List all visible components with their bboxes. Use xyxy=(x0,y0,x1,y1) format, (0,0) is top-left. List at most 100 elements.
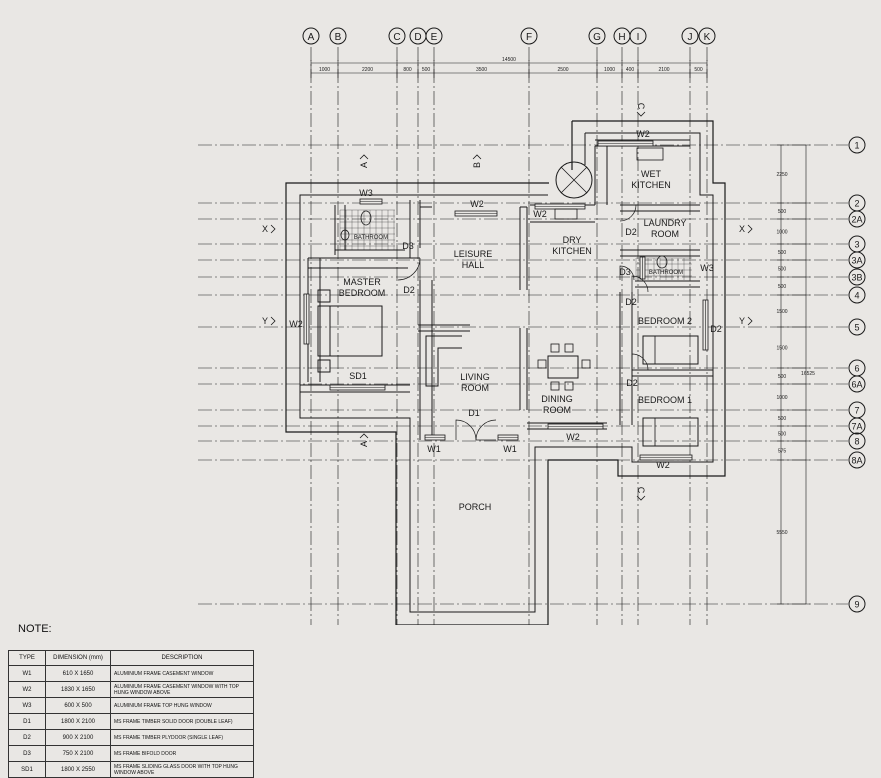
dimension-text: 2250 xyxy=(776,172,787,178)
room-label: DRY xyxy=(563,235,582,245)
section-arrow xyxy=(472,154,482,160)
door-swing xyxy=(397,257,421,281)
grid-bubble xyxy=(425,27,443,45)
opening-tag: D3 xyxy=(619,267,631,277)
grid-label: 5 xyxy=(854,323,859,333)
opening-tag: D2 xyxy=(626,378,638,388)
dining-table-icon xyxy=(547,355,579,379)
schedule-type: W3 xyxy=(8,697,46,714)
schedule-type: W2 xyxy=(8,681,46,698)
room-label: BATHROOM xyxy=(354,235,388,241)
opening-tag: D2 xyxy=(710,324,722,334)
schedule-dimension: 1800 X 2100 xyxy=(45,713,111,730)
schedule-description: MS FRAME TIMBER SOLID DOOR (DOUBLE LEAF) xyxy=(110,713,254,730)
dimension-text: 1000 xyxy=(604,67,615,73)
opening-tag: W2 xyxy=(533,209,547,219)
dimension-text: 1000 xyxy=(776,395,787,401)
dimension-text: 500 xyxy=(778,374,787,380)
schedule-dimension: 600 X 500 xyxy=(45,697,111,714)
grid-bubble xyxy=(848,318,866,336)
room-label: ROOM xyxy=(461,383,489,393)
dimension-text: 500 xyxy=(778,209,787,215)
opening-tag: W2 xyxy=(289,319,303,329)
door-swing-d1 xyxy=(455,419,477,441)
schedule-header: DIMENSION (mm) xyxy=(45,650,111,666)
room-label: LAUNDRY xyxy=(644,218,687,228)
dimension-text: 1500 xyxy=(776,346,787,352)
opening-tag: D2 xyxy=(625,297,637,307)
sink-icon xyxy=(636,147,664,161)
room-label: ROOM xyxy=(543,405,571,415)
grid-bubble xyxy=(698,27,716,45)
section-arrow xyxy=(636,495,646,501)
room-label: ROOM xyxy=(651,229,679,239)
sink-icon xyxy=(554,208,578,220)
schedule-description: ALUMINIUM FRAME TOP HUNG WINDOW xyxy=(110,697,254,714)
dimension-text: 400 xyxy=(626,67,635,73)
section-marker: X xyxy=(739,224,753,234)
dimension-text: 500 xyxy=(778,250,787,256)
dimension-text: 800 xyxy=(403,67,412,73)
grid-label: K xyxy=(704,32,711,43)
grid-bubble xyxy=(302,27,320,45)
section-arrow xyxy=(270,224,276,234)
schedule-type: D3 xyxy=(8,745,46,762)
dimension-text: 2500 xyxy=(557,67,568,73)
section-arrow xyxy=(359,154,369,160)
door-swing xyxy=(619,265,635,281)
room-label: LIVING xyxy=(460,372,490,382)
grid-label: 3A xyxy=(851,256,862,266)
section-marker: C xyxy=(636,103,646,117)
door-swing xyxy=(631,353,649,371)
note-title: NOTE: xyxy=(18,623,52,635)
grid-bubble xyxy=(520,27,538,45)
dimension-text: 500 xyxy=(422,67,431,73)
dimension-text: 500 xyxy=(778,432,787,438)
grid-bubble xyxy=(848,268,866,286)
section-letter: A xyxy=(359,162,369,168)
grid-label: 7A xyxy=(851,422,862,432)
grid-label: H xyxy=(618,32,625,43)
dimension-text: 1500 xyxy=(776,309,787,315)
opening-tag: D1 xyxy=(468,408,480,418)
room-label: WET xyxy=(641,169,661,179)
opening-tag: W2 xyxy=(636,129,650,139)
grid-label: C xyxy=(393,32,400,43)
grid-bubble xyxy=(848,251,866,269)
grid-label: I xyxy=(637,32,640,43)
grid-label: 3 xyxy=(854,240,859,250)
grid-label: F xyxy=(526,32,532,43)
dimension-text: 5550 xyxy=(776,530,787,536)
section-letter: C xyxy=(636,487,646,494)
room-label: MASTER xyxy=(343,277,381,287)
door-swing xyxy=(619,204,637,222)
schedule-dimension: 750 X 2100 xyxy=(45,745,111,762)
water-tank-icon xyxy=(555,161,593,199)
schedule-description: ALUMINIUM FRAME CASEMENT WINDOW xyxy=(110,665,254,682)
schedule-dimension: 610 X 1650 xyxy=(45,665,111,682)
section-marker: X xyxy=(262,224,276,234)
exterior-wall-outer xyxy=(285,120,726,625)
basin-icon xyxy=(340,229,350,241)
opening-tag: D2 xyxy=(625,227,637,237)
room-label: KITCHEN xyxy=(631,180,671,190)
grid-label: 1 xyxy=(854,141,859,151)
nightstand-icon xyxy=(317,289,331,303)
opening-tag: W2 xyxy=(566,432,580,442)
section-marker: A xyxy=(359,433,369,447)
grid-label: B xyxy=(335,32,342,43)
pillow-icon xyxy=(642,417,656,447)
room-label: HALL xyxy=(462,260,485,270)
schedule-type: D1 xyxy=(8,713,46,730)
opening-tag: SD1 xyxy=(349,371,367,381)
chair-icon xyxy=(550,343,560,353)
grid-label: 4 xyxy=(854,291,859,301)
section-arrow xyxy=(747,316,753,326)
dimension-text: 500 xyxy=(778,284,787,290)
schedule-header: DESCRIPTION xyxy=(110,650,254,666)
schedule-type: D2 xyxy=(8,729,46,746)
